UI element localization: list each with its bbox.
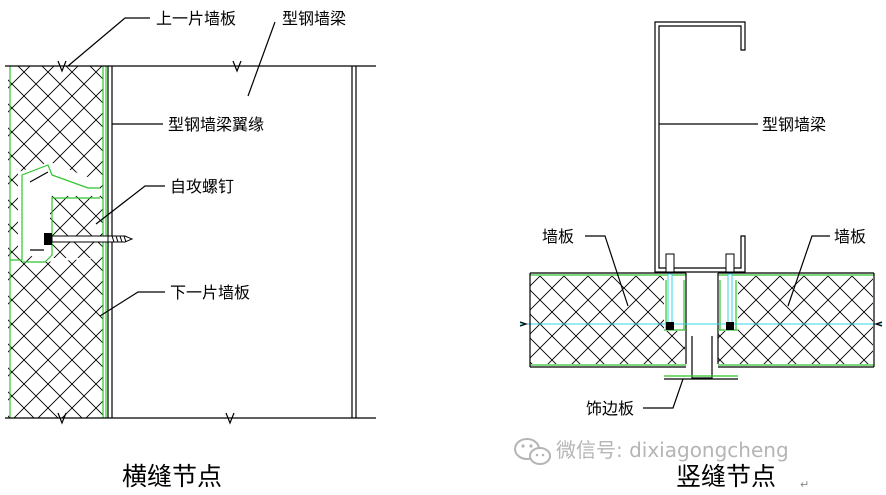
label-panel-left: 墙板	[542, 227, 574, 246]
joint-profile	[685, 273, 719, 379]
upper-panel-joint-edge	[10, 164, 100, 261]
label-screw: 自攻螺钉	[170, 177, 234, 196]
leader-screw	[95, 185, 165, 225]
leader-panel-left	[585, 235, 629, 307]
lower-panel-joint-edge	[22, 197, 100, 263]
steel-channel-beam	[654, 21, 746, 273]
right-screws	[665, 253, 735, 330]
label-trim: 饰边板	[586, 399, 634, 418]
label-lower-panel: 下一片墙板	[170, 283, 250, 302]
watermark: 微信号: dixiagongcheng	[514, 438, 789, 465]
lower-panel-insulation	[50, 196, 100, 258]
watermark-text: 微信号: dixiagongcheng	[556, 438, 789, 462]
leader-trim	[643, 378, 684, 409]
horizontal-joint-detail: 上一片墙板 型钢墙梁 型钢墙梁翼缘 自攻螺钉 下一片墙板 横缝节点	[5, 9, 376, 491]
label-steel-beam-left: 型钢墙梁	[282, 9, 346, 28]
title-horizontal-joint: 横缝节点	[122, 462, 222, 491]
label-beam-flange: 型钢墙梁翼缘	[168, 115, 264, 134]
wechat-icon	[514, 438, 551, 465]
title-vertical-joint: 竖缝节点	[676, 462, 776, 491]
label-steel-beam-right: 型钢墙梁	[762, 115, 826, 134]
label-panel-right: 墙板	[834, 227, 866, 246]
wall-panel-right	[718, 276, 873, 364]
svg-text:↵: ↵	[800, 478, 809, 491]
leader-panel-right	[787, 235, 830, 307]
self-tapping-screw	[44, 233, 134, 245]
label-upper-panel: 上一片墙板	[156, 9, 236, 28]
wall-panel-left	[530, 276, 685, 364]
leader-lower-panel	[99, 291, 165, 317]
leader-steel-beam	[247, 21, 276, 97]
vertical-joint-detail: 型钢墙梁 墙板 墙板 饰边板 竖缝节点 ↵	[519, 21, 883, 491]
leader-upper-panel	[67, 17, 150, 67]
